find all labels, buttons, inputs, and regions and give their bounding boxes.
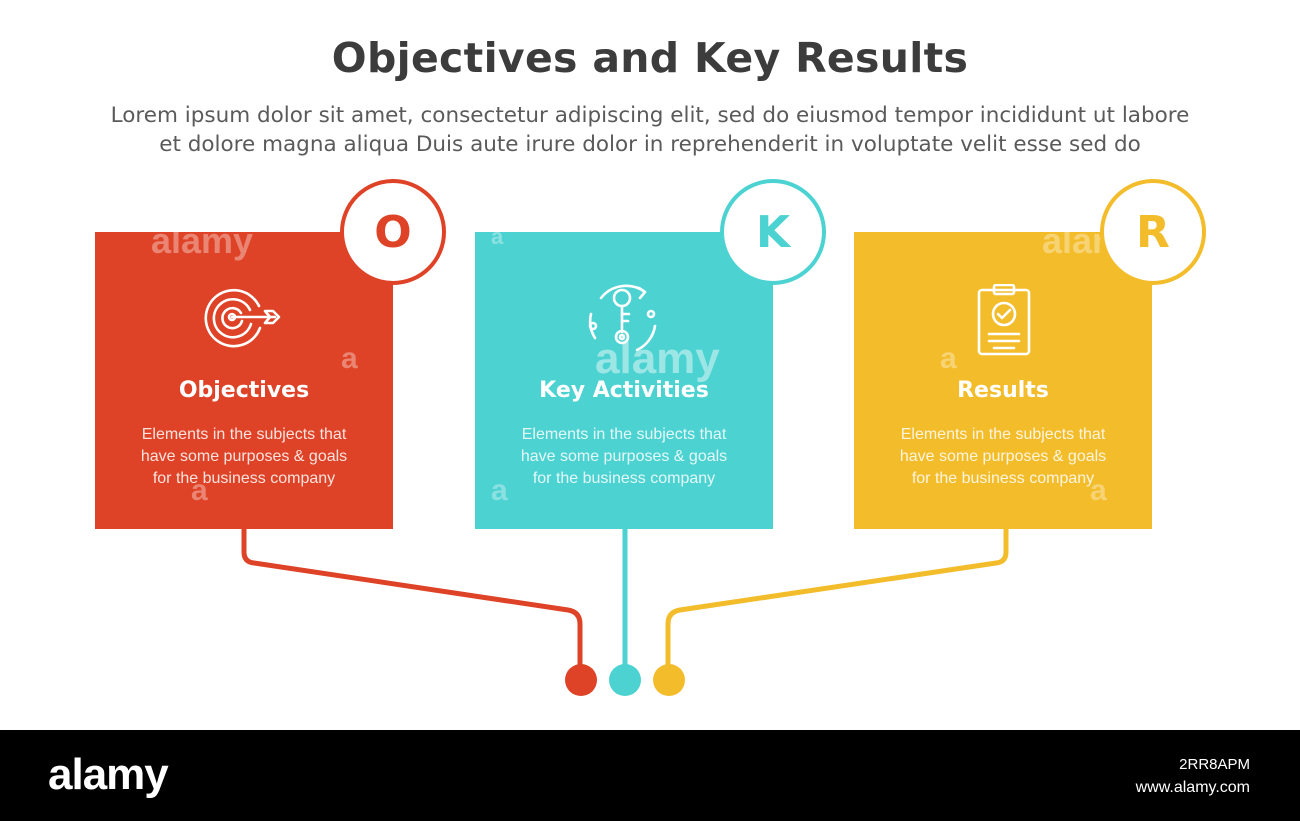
objectives-connector [241, 526, 583, 673]
card-description: Elements in the subjects that have some … [505, 424, 743, 490]
watermark: a [491, 224, 504, 249]
description-line: Elements in the subjects that [900, 426, 1106, 443]
results-connector [665, 526, 1009, 673]
results-letter-badge: R [1100, 179, 1206, 285]
connector-lines [241, 526, 1009, 696]
subtitle-line: et dolore magna aliqua Duis aute irure d… [159, 132, 1141, 157]
card-heading: Objectives [178, 378, 310, 403]
card-description: Elements in the subjects that have some … [884, 424, 1122, 490]
page-subtitle: Lorem ipsum dolor sit amet, consectetur … [50, 101, 1250, 159]
objectives-letter-badge: O [340, 179, 446, 285]
card-description: Elements in the subjects that have some … [125, 424, 363, 490]
watermark: a [491, 474, 508, 507]
image-id: 2RR8APM [1179, 756, 1250, 773]
target-icon [95, 284, 393, 364]
results-dot [653, 664, 685, 696]
description-line: for the business company [152, 470, 336, 487]
watermark: alamy [151, 220, 254, 261]
results-card: alamy a a Results Elements in the subjec… [854, 220, 1152, 529]
objectives-dot [565, 664, 597, 696]
watermark: alamy [595, 334, 720, 383]
watermark: a [940, 342, 957, 375]
description-line: have some purposes & goals [520, 448, 728, 465]
site-url: www.alamy.com [1135, 779, 1250, 796]
description-line: have some purposes & goals [899, 448, 1107, 465]
card-heading: Results [957, 378, 1049, 403]
description-line: for the business company [532, 470, 716, 487]
clipboard-check-icon [854, 284, 1152, 364]
stock-footer: alamy 2RR8APM www.alamy.com [0, 730, 1300, 821]
description-line: for the business company [911, 470, 1095, 487]
watermark: a [191, 474, 208, 507]
description-line: Elements in the subjects that [521, 426, 727, 443]
description-line: have some purposes & goals [140, 448, 348, 465]
objectives-card: alamy a a Objectives Elements in the sub… [95, 220, 393, 529]
description-line: Elements in the subjects that [141, 426, 347, 443]
key-activities-letter-badge: K [720, 179, 826, 285]
footer-logo: alamy [48, 750, 169, 799]
watermark: a [1090, 474, 1107, 507]
watermark: a [341, 342, 358, 375]
key-cycle-icon [475, 280, 773, 360]
subtitle-line: Lorem ipsum dolor sit amet, consectetur … [110, 103, 1190, 128]
page-title: Objectives and Key Results [331, 34, 969, 82]
key-activities-card: a alamy a Key Activities Elements in the… [475, 224, 773, 529]
card-heading: Key Activities [539, 378, 709, 403]
key-activities-dot [609, 664, 641, 696]
